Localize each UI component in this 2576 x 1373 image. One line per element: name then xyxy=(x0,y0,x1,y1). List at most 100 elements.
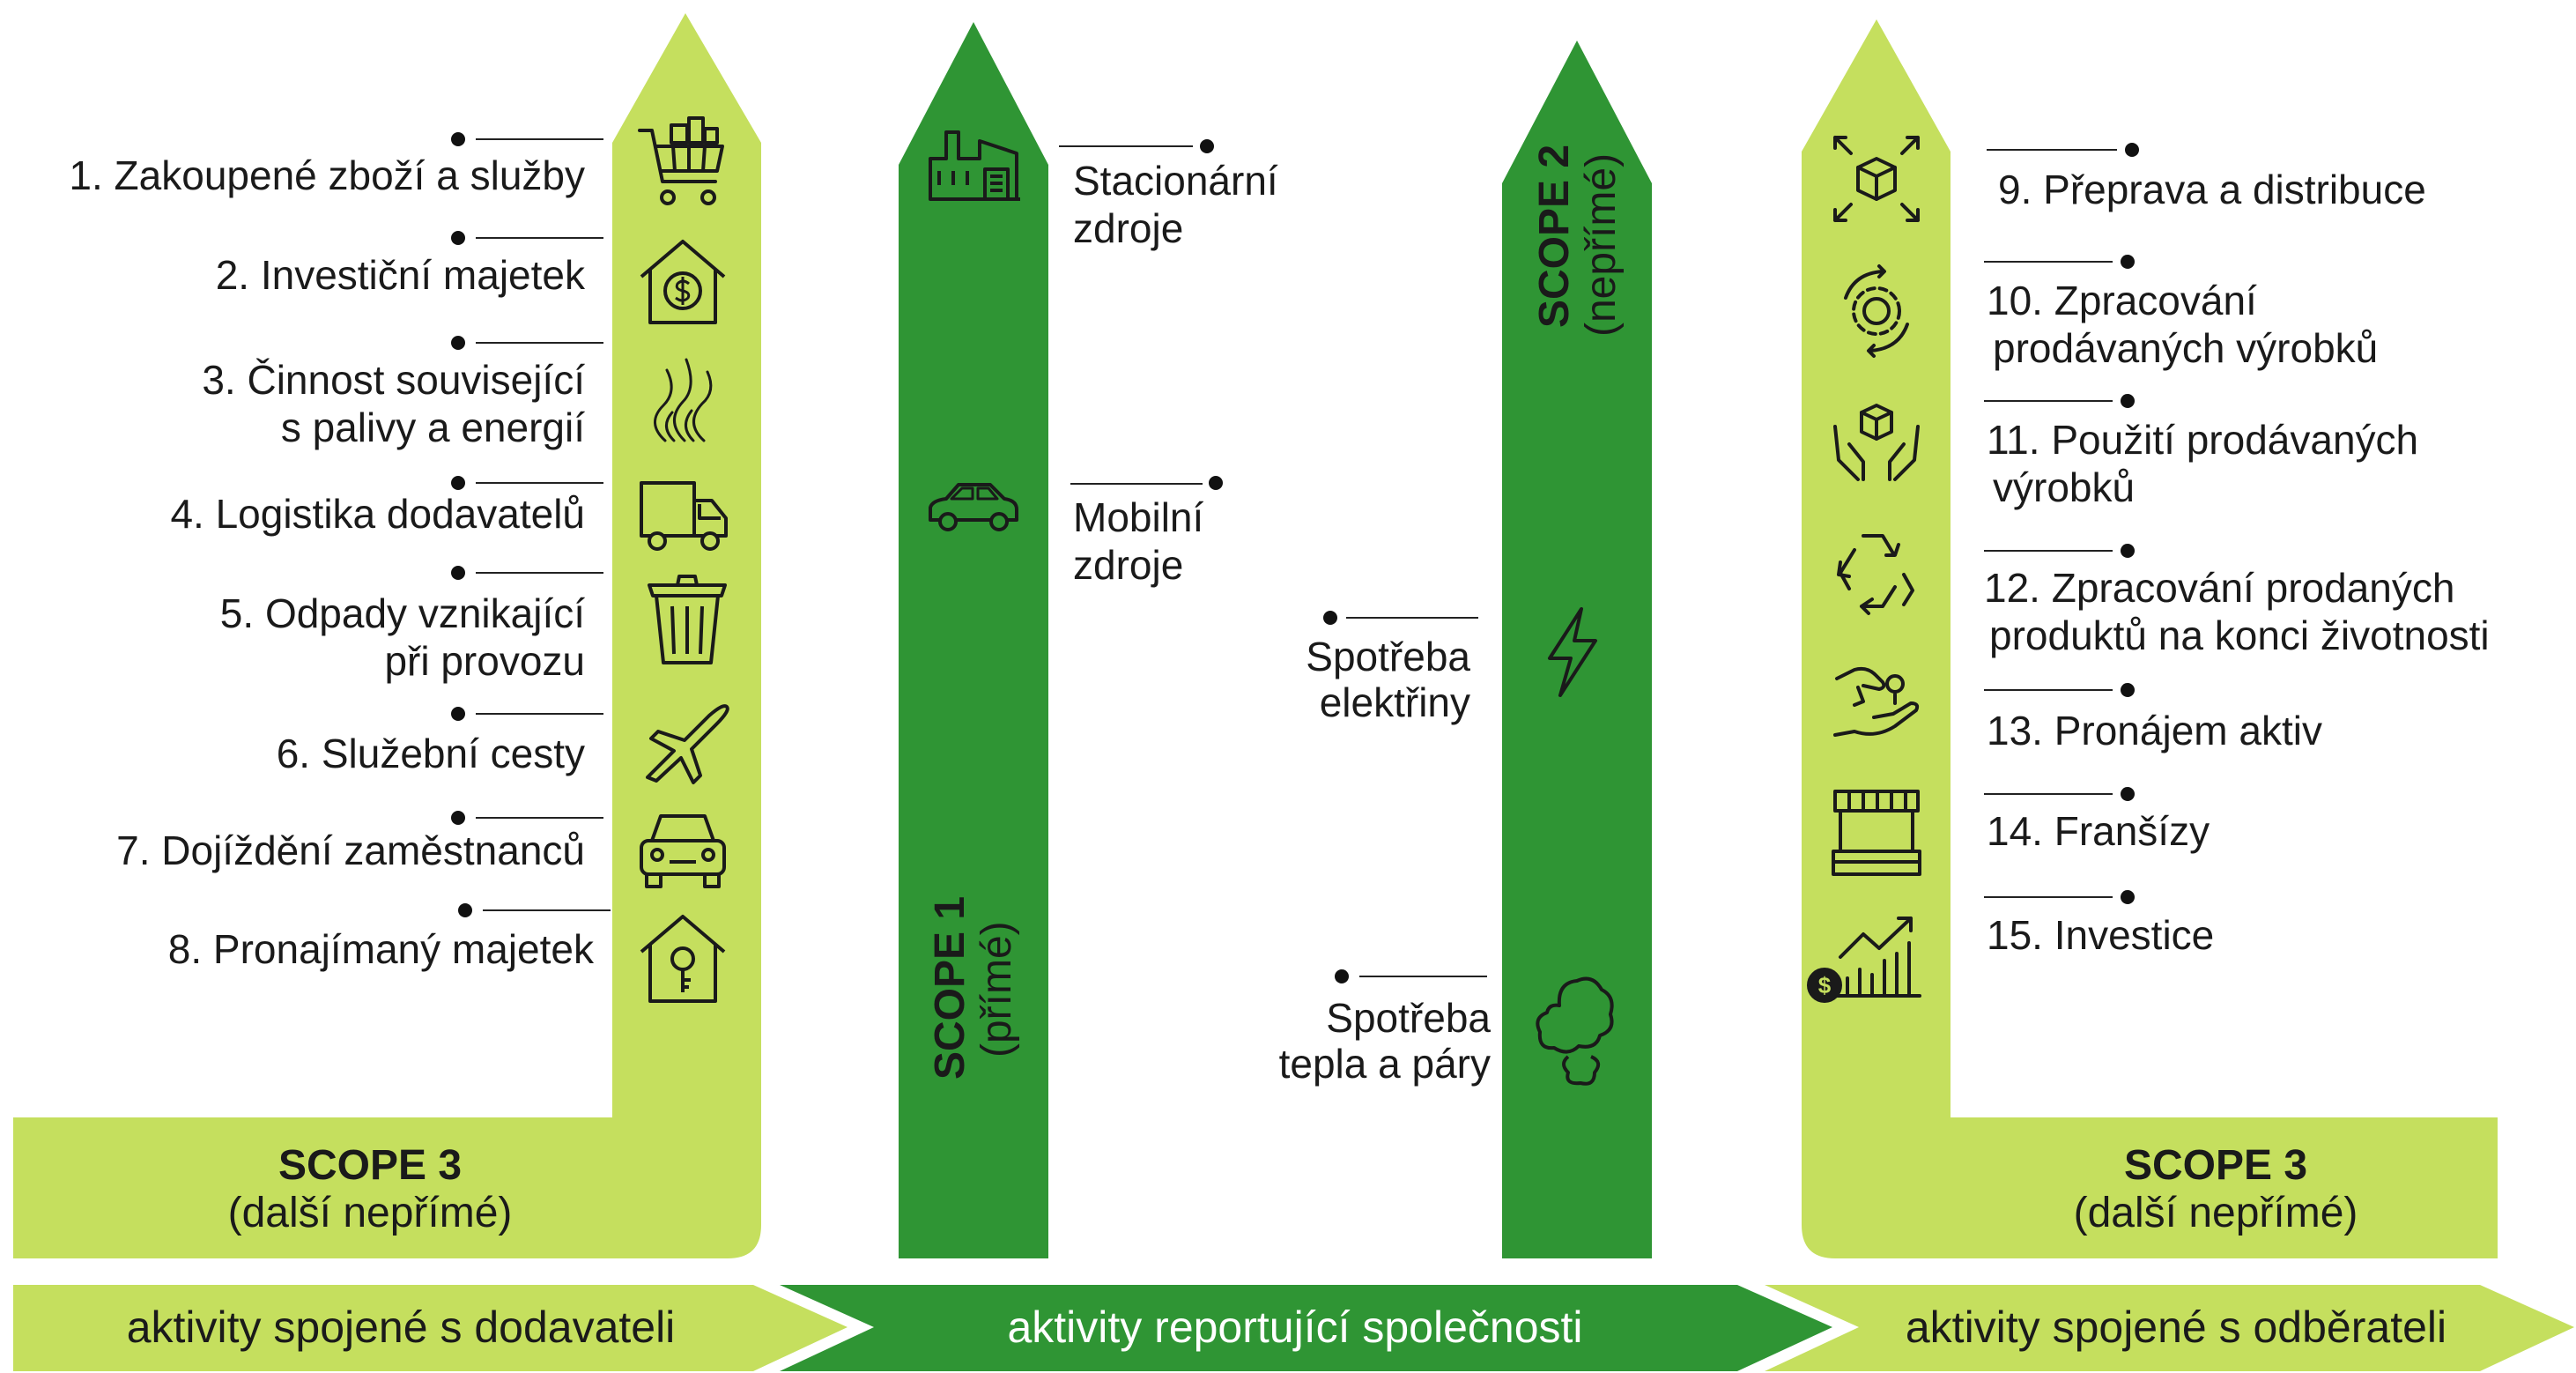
leader-dot xyxy=(451,707,465,721)
leader-dot xyxy=(451,231,465,245)
scope1-item-2-label-line2: zdroje xyxy=(1073,542,1184,588)
leader-dot xyxy=(1209,476,1223,490)
leader-line xyxy=(1987,149,2117,151)
leader-dot xyxy=(451,566,465,580)
leader-dot xyxy=(451,811,465,825)
scope3-right-item-15-label: 15. Investice xyxy=(1987,912,2215,958)
car-side-icon xyxy=(929,483,1018,531)
scope2-subtitle: (nepřímé) xyxy=(1578,152,1625,337)
band-customers xyxy=(1765,1285,2574,1371)
leader-dot xyxy=(2121,255,2135,269)
scope2-item-1-label-line2: elektřiny xyxy=(1319,679,1470,725)
leader-dot xyxy=(1323,611,1337,625)
leader-dot xyxy=(2121,787,2135,801)
scope3-left-item-3-label-line1: 3. Činnost související xyxy=(202,357,585,403)
leader-line xyxy=(476,342,603,344)
hand-coin-icon xyxy=(1833,666,1920,737)
leader-line xyxy=(476,237,603,239)
scope3-left-item-6-label: 6. Služební cesty xyxy=(276,731,585,776)
scope3-right-title: SCOPE 3 xyxy=(2123,1142,2308,1189)
scope3-right-item-11-label-line2: výrobků xyxy=(1993,464,2136,510)
house-dollar-icon xyxy=(640,240,726,324)
leader-dot xyxy=(2125,143,2139,157)
scope3-left-item-4-label: 4. Logistika dodavatelů xyxy=(170,491,585,537)
truck-icon xyxy=(640,481,728,551)
scope3-right-subtitle: (další nepřímé) xyxy=(2073,1190,2358,1236)
scope1-subtitle: (přímé) xyxy=(973,921,1020,1058)
svg-text:$: $ xyxy=(1818,972,1832,998)
scope3-right-item-10-label-line2: prodávaných výrobků xyxy=(1993,325,2379,371)
band-suppliers xyxy=(13,1285,848,1371)
factory-icon xyxy=(929,130,1020,201)
gear-cycle-icon xyxy=(1844,264,1909,358)
scope3-left-item-3-label-line2: s palivy a energií xyxy=(280,404,585,450)
scope2-item-2-label-line2: tepla a páry xyxy=(1278,1041,1491,1087)
hands-box-icon xyxy=(1833,404,1920,481)
trash-bin-icon xyxy=(648,575,727,664)
leader-line xyxy=(1059,145,1193,147)
leader-line xyxy=(476,817,603,819)
band-company xyxy=(780,1285,1832,1371)
leader-line xyxy=(1984,896,2113,898)
scope3-right-item-10-label-line1: 10. Zpracování xyxy=(1987,278,2257,323)
steam-cloud-icon xyxy=(1536,976,1614,1086)
leader-dot xyxy=(2121,890,2135,904)
leader-line xyxy=(1346,617,1478,619)
storefront-icon xyxy=(1832,790,1921,876)
leader-dot xyxy=(458,903,472,917)
growth-chart-icon: $ xyxy=(1807,917,1921,1003)
scope3-right-item-11-label-line1: 11. Použití prodávaných xyxy=(1987,417,2419,463)
scope3-left-item-5-label-line1: 5. Odpady vznikající xyxy=(219,590,585,636)
box-arrows-icon xyxy=(1833,136,1920,222)
leader-dot xyxy=(451,336,465,350)
scope1-item-1-label-line2: zdroje xyxy=(1073,205,1184,251)
leader-line xyxy=(1984,550,2113,552)
lightning-icon xyxy=(1548,607,1597,697)
leader-line xyxy=(476,482,603,484)
scope3-right-arrow xyxy=(1802,19,2498,1258)
leader-line xyxy=(1984,400,2113,402)
flame-icon xyxy=(654,358,713,442)
scope3-left-title: SCOPE 3 xyxy=(278,1142,463,1189)
band-suppliers-label: aktivity spojené s dodavateli xyxy=(126,1302,676,1352)
leader-line xyxy=(1070,483,1203,485)
leader-line xyxy=(483,909,611,911)
airplane-icon xyxy=(646,704,729,784)
recycle-icon xyxy=(1837,534,1914,615)
band-company-label: aktivity reportující společnosti xyxy=(1007,1302,1583,1352)
scope1-title: SCOPE 1 xyxy=(927,895,973,1080)
leader-dot xyxy=(2121,394,2135,408)
scope3-right-item-12-label-line1: 12. Zpracování prodaných xyxy=(1984,565,2455,611)
scope3-left-subtitle: (další nepřímé) xyxy=(227,1190,513,1236)
leader-dot xyxy=(2121,683,2135,697)
leader-dot xyxy=(1335,969,1349,983)
scope3-right-item-14-label: 14. Franšízy xyxy=(1987,808,2210,854)
shopping-cart-icon xyxy=(638,116,724,205)
leader-line xyxy=(1984,689,2113,691)
house-key-icon xyxy=(640,915,726,1003)
scope3-right-item-12-label-line2: produktů na konci životnosti xyxy=(1989,612,2490,658)
band-customers-label: aktivity spojené s odběrateli xyxy=(1905,1302,2447,1352)
scope1-item-2-label-line1: Mobilní xyxy=(1073,494,1204,540)
scope3-left-item-7-label: 7. Dojíždění zaměstnanců xyxy=(116,828,585,873)
scope3-left-item-5-label-line2: při provozu xyxy=(384,638,585,684)
scope2-arrow xyxy=(1502,41,1652,1258)
leader-line xyxy=(1359,976,1487,977)
scope3-right-item-13-label: 13. Pronájem aktiv xyxy=(1987,708,2322,753)
scope3-left-item-1-label: 1. Zakoupené zboží a služby xyxy=(69,152,585,198)
scope2-item-2-label-line1: Spotřeba xyxy=(1326,995,1491,1041)
leader-dot xyxy=(451,476,465,490)
scope1-arrow xyxy=(899,22,1048,1258)
scope3-left-item-2-label: 2. Investiční majetek xyxy=(215,252,585,298)
scope2-title: SCOPE 2 xyxy=(1531,144,1578,328)
leader-line xyxy=(476,138,603,140)
leader-line xyxy=(476,572,603,574)
leader-line xyxy=(476,713,603,715)
leader-dot xyxy=(1200,139,1214,153)
leader-line xyxy=(1984,261,2113,263)
leader-dot xyxy=(2121,544,2135,558)
leader-dot xyxy=(451,132,465,146)
scope1-item-1-label-line1: Stacionární xyxy=(1073,158,1278,204)
leader-line xyxy=(1984,793,2113,795)
